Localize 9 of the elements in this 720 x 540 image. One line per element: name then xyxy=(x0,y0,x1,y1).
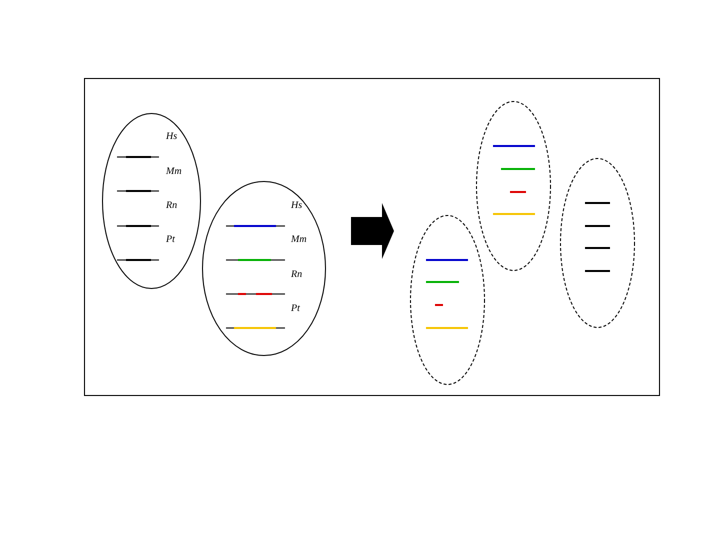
species-label: Rn xyxy=(166,200,178,212)
species-label: Mm xyxy=(166,166,182,178)
species-label: Mm xyxy=(291,234,307,246)
species-label: Pt xyxy=(291,303,300,315)
block-arrow xyxy=(351,203,394,259)
species-label: Hs xyxy=(291,200,302,212)
species-label: Rn xyxy=(291,269,302,281)
species-label: Hs xyxy=(166,131,178,143)
species-label: Pt xyxy=(166,234,175,246)
